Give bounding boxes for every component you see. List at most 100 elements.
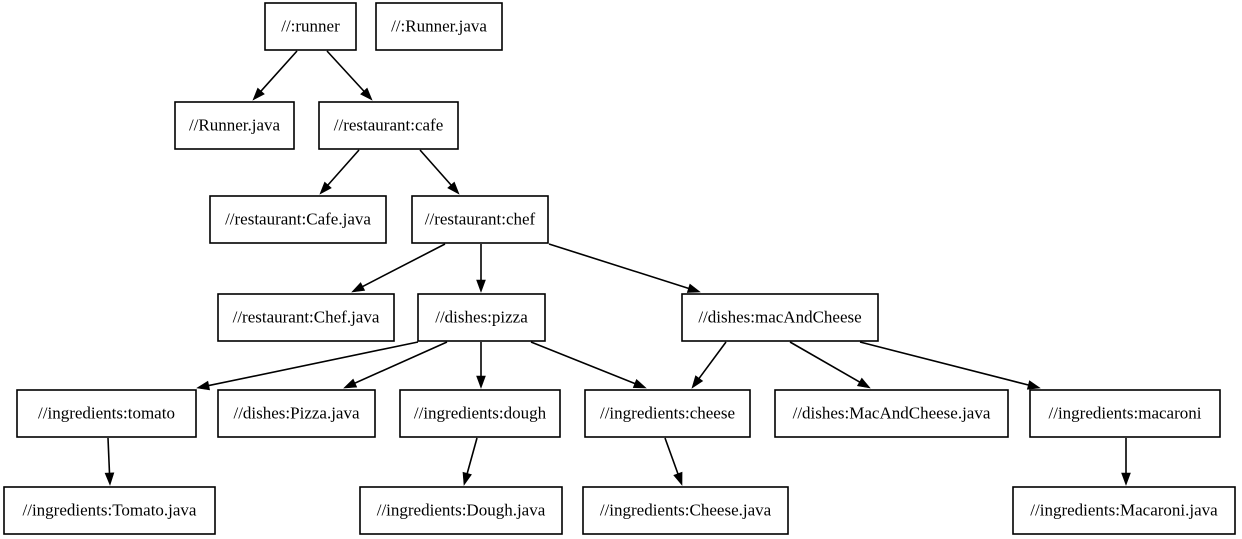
node-label: //ingredients:Tomato.java [23,500,197,519]
node-box[interactable] [3,486,216,535]
edge-ing_cheese-to-cheese_java [664,437,683,486]
node-box[interactable] [411,195,549,244]
edge-line [326,50,366,94]
node-label: //restaurant:cafe [334,115,444,134]
edge-line [259,50,298,94]
edges-layer [104,50,1131,486]
node-chef_java[interactable]: //restaurant:Chef.java [217,293,395,342]
node-label: //dishes:macAndCheese [698,307,861,326]
node-ing_dough[interactable]: //ingredients:dough [399,389,561,438]
edge-line [352,341,448,385]
edge-dishes_mac-to-mac_java [789,341,871,389]
arrowhead-icon [360,87,373,101]
edge-ing_dough-to-dough_java [462,437,478,486]
node-dishes_mac[interactable]: //dishes:macAndCheese [681,293,879,342]
edge-line [107,437,111,476]
edge-dishes_pizza-to-ing_dough [476,342,486,389]
node-label: //ingredients:tomato [38,403,175,422]
arrowhead-icon [691,375,704,389]
edge-line [789,341,862,384]
node-box[interactable] [1029,389,1221,438]
edge-dishes_pizza-to-ing_tomato [196,341,419,391]
arrowhead-icon [1026,380,1041,390]
node-box[interactable] [16,389,197,438]
arrowhead-icon [447,181,460,195]
node-ing_tomato[interactable]: //ingredients:tomato [16,389,197,438]
node-pizza_java[interactable]: //dishes:Pizza.java [217,389,376,438]
nodes-layer: //:runner //:Runner.java //Runner.java //re… [3,2,1236,535]
node-label: //ingredients:macaroni [1049,403,1202,422]
node-label: //ingredients:cheese [600,403,735,422]
node-dough_java[interactable]: //ingredients:Dough.java [359,486,563,535]
node-box[interactable] [681,293,879,342]
edge-line [697,341,727,381]
node-box[interactable] [584,389,751,438]
edge-line [206,341,419,387]
edge-dishes_pizza-to-pizza_java [343,341,448,389]
arrowhead-icon [351,282,366,293]
node-ing_macaroni[interactable]: //ingredients:macaroni [1029,389,1221,438]
node-label: //dishes:pizza [435,307,528,326]
node-box[interactable] [264,2,357,51]
node-box[interactable] [375,2,503,51]
node-label: //:Runner.java [391,16,487,35]
arrowhead-icon [476,279,486,293]
node-box[interactable] [774,389,1009,438]
edge-line [326,149,360,188]
node-box[interactable] [417,293,546,342]
node-label: //ingredients:Dough.java [377,500,546,519]
edge-restaurant_chef-to-chef_java [351,243,446,293]
node-box[interactable] [1012,486,1236,535]
edge-restaurant_chef-to-dishes_pizza [476,244,486,293]
edge-line [465,437,478,476]
arrowhead-icon [252,87,265,101]
node-runner_java[interactable]: //Runner.java [174,101,295,150]
arrowhead-icon [196,380,211,391]
edge-dishes_mac-to-ing_macaroni [859,341,1041,390]
edge-line [548,243,691,290]
edge-runner-to-runner_java [252,50,298,101]
edge-dishes_mac-to-ing_cheese [691,341,727,389]
node-restaurant_chef[interactable]: //restaurant:chef [411,195,549,244]
node-runner_java_root[interactable]: //:Runner.java [375,2,503,51]
arrowhead-icon [319,181,332,195]
node-box[interactable] [359,486,563,535]
node-restaurant_cafe[interactable]: //restaurant:cafe [318,101,459,150]
arrowhead-icon [673,471,683,486]
node-label: //dishes:Pizza.java [233,403,360,422]
node-label: //:runner [281,16,340,35]
node-box[interactable] [174,101,295,150]
node-tomato_java[interactable]: //ingredients:Tomato.java [3,486,216,535]
node-label: //ingredients:Cheese.java [600,500,772,519]
edge-restaurant_chef-to-dishes_mac [548,243,701,293]
node-box[interactable] [318,101,459,150]
edge-line [530,341,638,386]
node-box[interactable] [582,486,789,535]
node-label: //Runner.java [189,115,281,134]
edge-runner-to-restaurant_cafe [326,50,373,101]
node-label: //restaurant:Chef.java [233,307,380,326]
node-ing_cheese[interactable]: //ingredients:cheese [584,389,751,438]
edge-line [419,149,453,188]
node-box[interactable] [399,389,561,438]
node-runner[interactable]: //:runner [264,2,357,51]
node-cheese_java[interactable]: //ingredients:Cheese.java [582,486,789,535]
arrowhead-icon [686,283,701,293]
node-label: //ingredients:Macaroni.java [1030,500,1218,519]
node-cafe_java[interactable]: //restaurant:Cafe.java [209,195,387,244]
edge-restaurant_cafe-to-cafe_java [319,149,360,195]
edge-line [360,243,446,289]
node-label: //dishes:MacAndCheese.java [793,403,991,422]
node-dishes_pizza[interactable]: //dishes:pizza [417,293,546,342]
arrowhead-icon [343,378,358,389]
node-mac_java[interactable]: //dishes:MacAndCheese.java [774,389,1009,438]
node-box[interactable] [217,389,376,438]
node-macaroni_java[interactable]: //ingredients:Macaroni.java [1012,486,1236,535]
arrowhead-icon [632,378,647,389]
edge-line [859,341,1031,387]
node-box[interactable] [217,293,395,342]
node-box[interactable] [209,195,387,244]
arrowhead-icon [476,375,486,389]
arrowhead-icon [462,471,472,486]
